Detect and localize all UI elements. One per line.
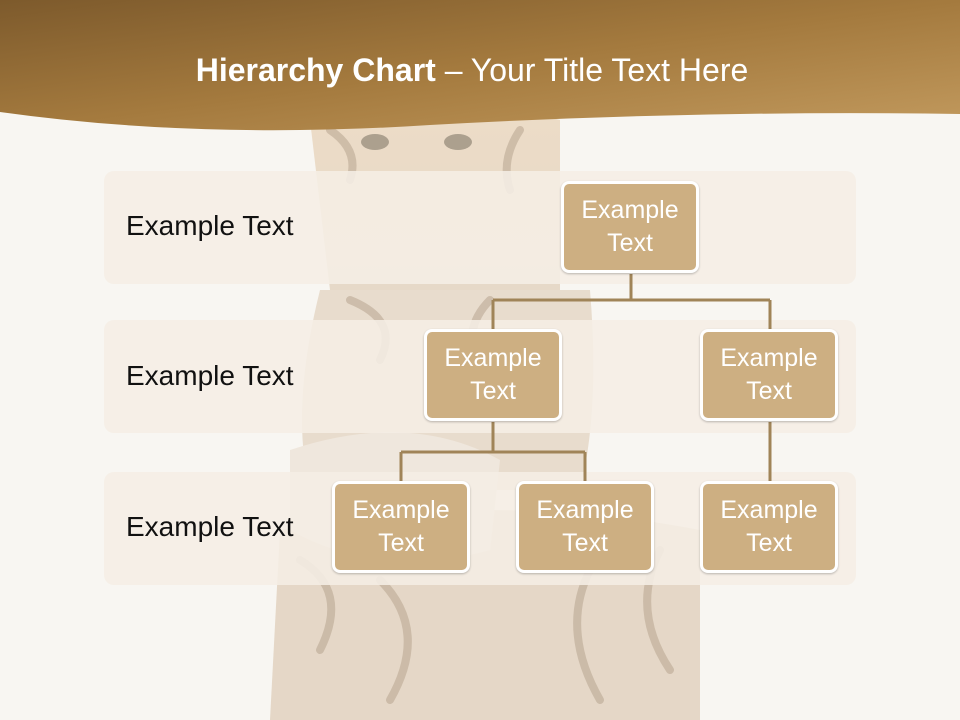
row-band-1: [104, 171, 856, 284]
row-label-1: Example Text: [126, 210, 294, 241]
node-level3-b: Example Text: [516, 481, 654, 573]
node-root: Example Text: [561, 181, 699, 273]
node-level2-right: Example Text: [700, 329, 838, 421]
title-bold: Hierarchy Chart: [195, 52, 436, 88]
slide-title: Hierarchy Chart – Your Title Text Here: [0, 52, 944, 89]
node-level3-c: Example Text: [700, 481, 838, 573]
header-band: [0, 0, 960, 131]
row-label-2: Example Text: [126, 360, 294, 391]
node-level3-a: Example Text: [332, 481, 470, 573]
title-rest: – Your Title Text Here: [435, 52, 749, 88]
node-level2-left: Example Text: [424, 329, 562, 421]
row-label-3: Example Text: [126, 511, 294, 542]
